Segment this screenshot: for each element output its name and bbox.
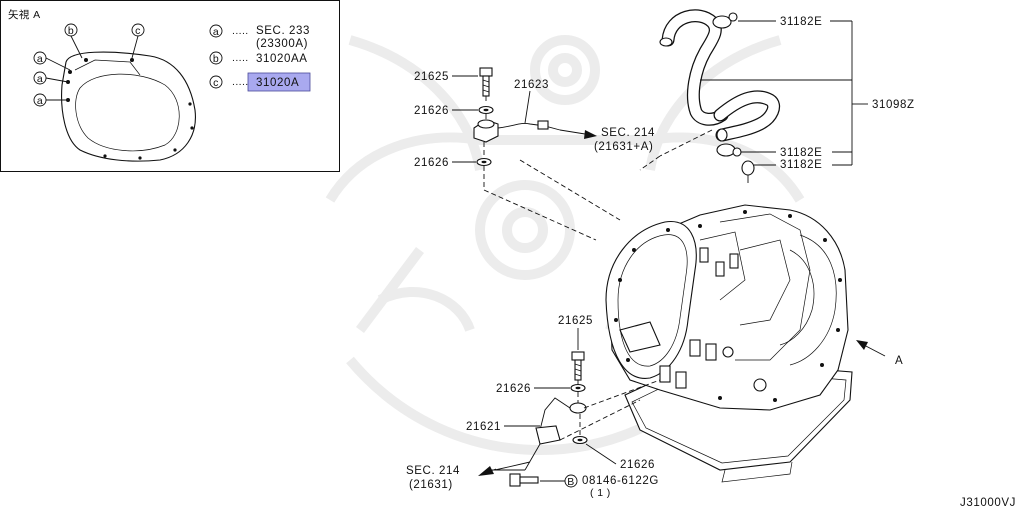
svg-text:b: b: [213, 53, 219, 65]
inset-callout-c: c: [131, 23, 145, 59]
bolt-code-key: B: [567, 476, 574, 488]
diagram-id: J31000VJ: [960, 497, 1016, 509]
upper-tube-assembly: 21625 21626 21623 SEC. 214 (21631+A) 216…: [414, 67, 655, 241]
svg-text:b: b: [68, 25, 74, 37]
legend-a-text: SEC. 233: [256, 25, 310, 37]
legend-c-highlight: [247, 72, 311, 92]
label-31182e-2: 31182E: [780, 147, 822, 159]
svg-text:a: a: [37, 95, 43, 107]
label-sec214-low: SEC. 214: [406, 465, 460, 477]
legend-row-a: a ..... SEC. 233 (23300A): [209, 24, 310, 50]
hose-assembly: [639, 9, 781, 183]
legend-c-text: 31020A: [256, 77, 299, 89]
svg-text:.....: .....: [232, 76, 249, 88]
bolt-08146: [509, 473, 539, 487]
inset-callout-a3: a: [33, 93, 68, 107]
label-21626-top2: 21626: [414, 157, 449, 169]
clamp-3: [741, 160, 755, 183]
label-21621: 21621: [466, 421, 501, 433]
bolt-21625-top: [479, 67, 493, 97]
label-31098z: 31098Z: [872, 99, 915, 111]
inset-callout-a2: a: [33, 71, 69, 85]
case-fittings: [659, 247, 767, 392]
inset-callout-a1: a: [33, 51, 71, 71]
inset-title: 矢視 A: [8, 8, 41, 21]
label-21626-top1: 21626: [414, 105, 449, 117]
svg-text:a: a: [213, 26, 219, 38]
svg-text:c: c: [213, 77, 219, 89]
label-21623: 21623: [514, 79, 549, 91]
label-bolt-qty: ( 1 ): [590, 487, 611, 499]
label-sec214-top-sub: (21631+A): [594, 141, 653, 153]
hose-bracket-lines: [700, 20, 868, 166]
clamp-1: [712, 12, 738, 29]
label-view-a: A: [895, 355, 903, 367]
label-21625-low: 21625: [558, 315, 593, 327]
tube-21621: [478, 397, 587, 476]
svg-text:a: a: [37, 73, 43, 85]
bolt-21625-low: [571, 351, 585, 381]
inset-callout-b: b: [64, 23, 83, 59]
legend-b-text: 31020AA: [256, 53, 308, 65]
inset-view-a: 矢視 A b c: [0, 0, 340, 172]
svg-text:c: c: [135, 25, 141, 37]
svg-text:.....: .....: [232, 52, 249, 64]
tube-21623: [473, 119, 597, 143]
legend-row-b: b ..... 31020AA: [209, 51, 308, 65]
view-a-arrow: A: [856, 340, 903, 367]
svg-text:.....: .....: [232, 25, 249, 37]
label-31182e-3: 31182E: [780, 159, 822, 171]
label-21626-low1: 21626: [496, 383, 531, 395]
label-bolt-code: 08146-6122G: [582, 475, 659, 487]
lower-tube-assembly: 21625 21626 21621 21626 B: [406, 315, 661, 499]
svg-text:a: a: [37, 53, 43, 65]
label-21625-top: 21625: [414, 71, 449, 83]
converter-housing-drawing: [61, 51, 196, 162]
label-sec214-top: SEC. 214: [601, 127, 655, 139]
transmission-body: [605, 204, 853, 483]
label-21626-low2: 21626: [620, 459, 655, 471]
label-31182e-1: 31182E: [780, 16, 822, 28]
clamp-2: [716, 143, 742, 157]
label-sec214-low-sub: (21631): [409, 479, 453, 491]
legend-row-c: c ..... 31020A: [209, 72, 311, 92]
legend-a-sub: (23300A): [256, 38, 308, 50]
